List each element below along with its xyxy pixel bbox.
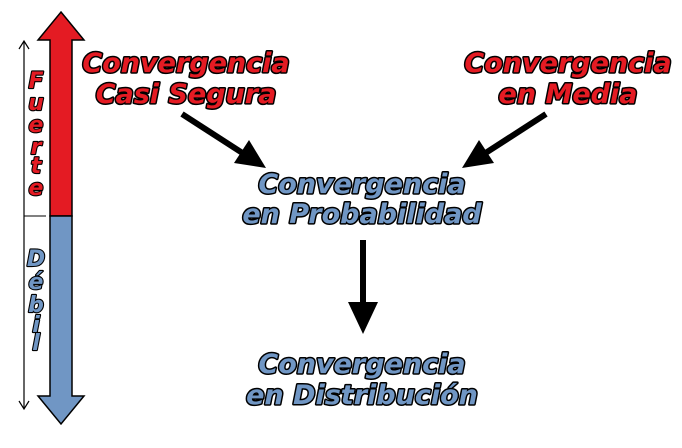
arrow-probability-to-distribution — [348, 240, 378, 334]
strong-letter: u — [28, 91, 44, 116]
strong-letter: t — [31, 154, 43, 179]
strength-arrow — [36, 10, 86, 426]
node-mean-line2: en Media — [499, 79, 638, 110]
node-mean-line1: Convergencia — [464, 48, 671, 79]
node-almost-sure: Convergencia Casi Segura — [81, 47, 291, 112]
weak-arrow-segment — [36, 215, 86, 426]
node-almost-sure-line2: Casi Segura — [96, 79, 277, 110]
strong-letter: e — [29, 113, 44, 138]
arrow-mean-to-probability — [462, 111, 548, 168]
node-probability-line1: Convergencia — [258, 169, 465, 200]
strong-letter: r — [31, 135, 43, 160]
strength-bracket — [18, 39, 46, 411]
weak-label: D é b i l — [26, 246, 46, 357]
node-mean: Convergencia en Media — [463, 47, 673, 112]
node-distribution: Convergencia en Distribución — [245, 348, 480, 413]
node-probability: Convergencia en Probabilidad — [241, 168, 484, 232]
strong-letter: e — [29, 176, 44, 201]
strong-letter: F — [28, 69, 43, 94]
strong-label: F u e r t e — [27, 68, 45, 202]
node-probability-line2: en Probabilidad — [242, 199, 482, 230]
weak-letter: l — [32, 331, 40, 356]
node-distribution-line2: en Distribución — [246, 380, 478, 411]
weak-letter: D — [27, 247, 45, 272]
strong-arrow-segment — [36, 10, 86, 217]
weak-letter: é — [29, 270, 44, 295]
weak-letter: b — [28, 293, 44, 318]
arrow-almost-sure-to-probability — [180, 111, 266, 168]
weak-letter: i — [32, 313, 40, 338]
node-distribution-line1: Convergencia — [258, 349, 465, 380]
node-almost-sure-line1: Convergencia — [82, 48, 289, 79]
